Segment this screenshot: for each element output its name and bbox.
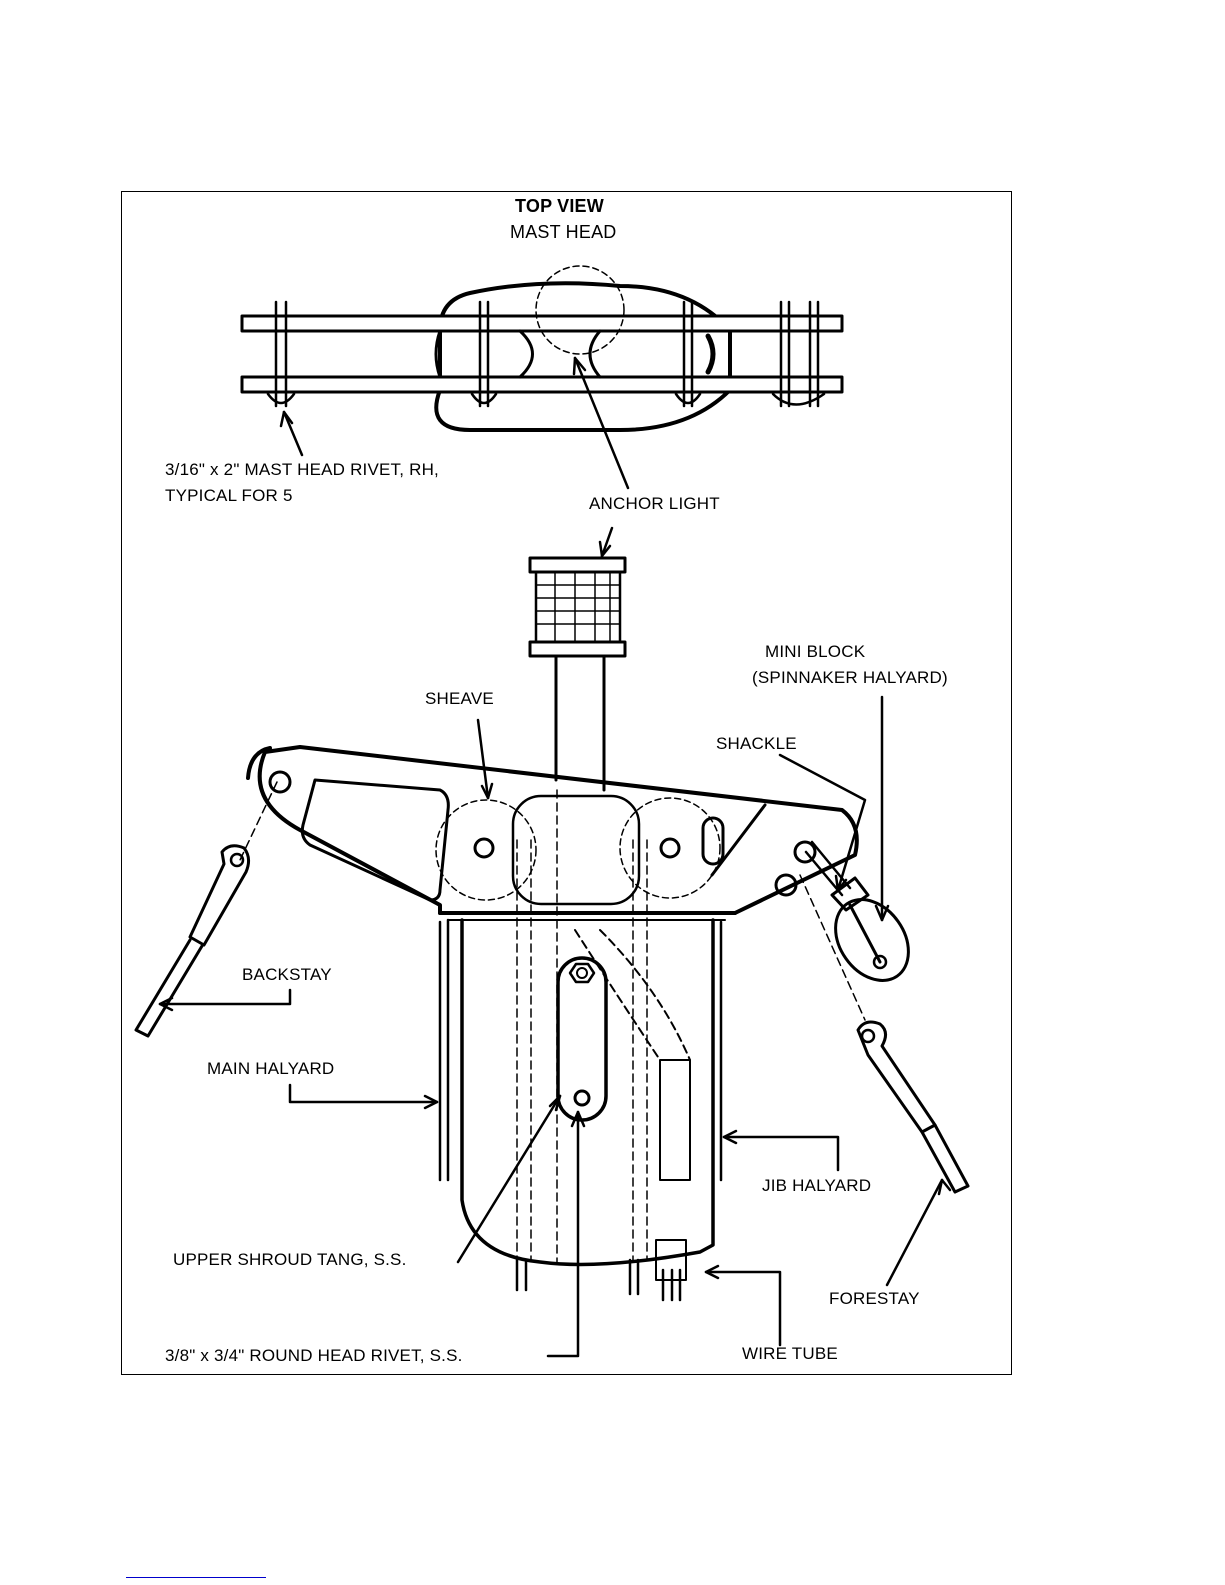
leader-backstay: [160, 990, 290, 1004]
label-backstay: BACKSTAY: [242, 965, 332, 985]
anchor-light: [530, 558, 625, 656]
leader-mast-head-rivet: [284, 412, 302, 455]
masthead-plate: [248, 747, 857, 920]
label-round-head-rivet: 3/8" x 3/4" ROUND HEAD RIVET, S.S.: [165, 1346, 463, 1366]
top-view-lower-plate: [242, 377, 842, 392]
backstay: [136, 782, 277, 1036]
light-stem: [556, 656, 604, 790]
label-shackle: SHACKLE: [716, 734, 797, 754]
label-anchor-light: ANCHOR LIGHT: [589, 494, 720, 514]
leader-round-head-rivet: [548, 1112, 578, 1356]
label-mast-head-rivet-line2: TYPICAL FOR 5: [165, 486, 293, 506]
label-forestay: FORESTAY: [829, 1289, 920, 1309]
leader-jib-halyard: [724, 1137, 838, 1170]
mini-block-assembly: [806, 842, 923, 994]
label-mini-block-line2: (SPINNAKER HALYARD): [752, 668, 948, 688]
label-mini-block-line1: MINI BLOCK: [765, 642, 865, 662]
label-jib-halyard: JIB HALYARD: [762, 1176, 871, 1196]
top-view-upper-plate: [242, 316, 842, 331]
top-view-anchor-light-outline: [536, 266, 624, 354]
label-wire-tube: WIRE TUBE: [742, 1344, 838, 1364]
label-mast-head-rivet-line1: 3/16" x 2" MAST HEAD RIVET, RH,: [165, 460, 439, 480]
leader-forestay: [887, 1180, 942, 1285]
diagram-subtitle: MAST HEAD: [510, 222, 617, 243]
forestay: [800, 875, 968, 1192]
leader-upper-shroud-tang: [458, 1096, 560, 1262]
label-sheave: SHEAVE: [425, 689, 494, 709]
label-main-halyard: MAIN HALYARD: [207, 1059, 334, 1079]
leader-main-halyard: [290, 1085, 437, 1102]
leader-wire-tube: [706, 1272, 780, 1345]
diagram-title: TOP VIEW: [515, 196, 604, 217]
leader-anchor-light-side: [602, 528, 612, 556]
upper-shroud-tang: [558, 958, 606, 1120]
label-upper-shroud-tang: UPPER SHROUD TANG, S.S.: [173, 1250, 407, 1270]
footer-rule: [126, 1577, 266, 1578]
top-view-masthead: [242, 266, 842, 430]
